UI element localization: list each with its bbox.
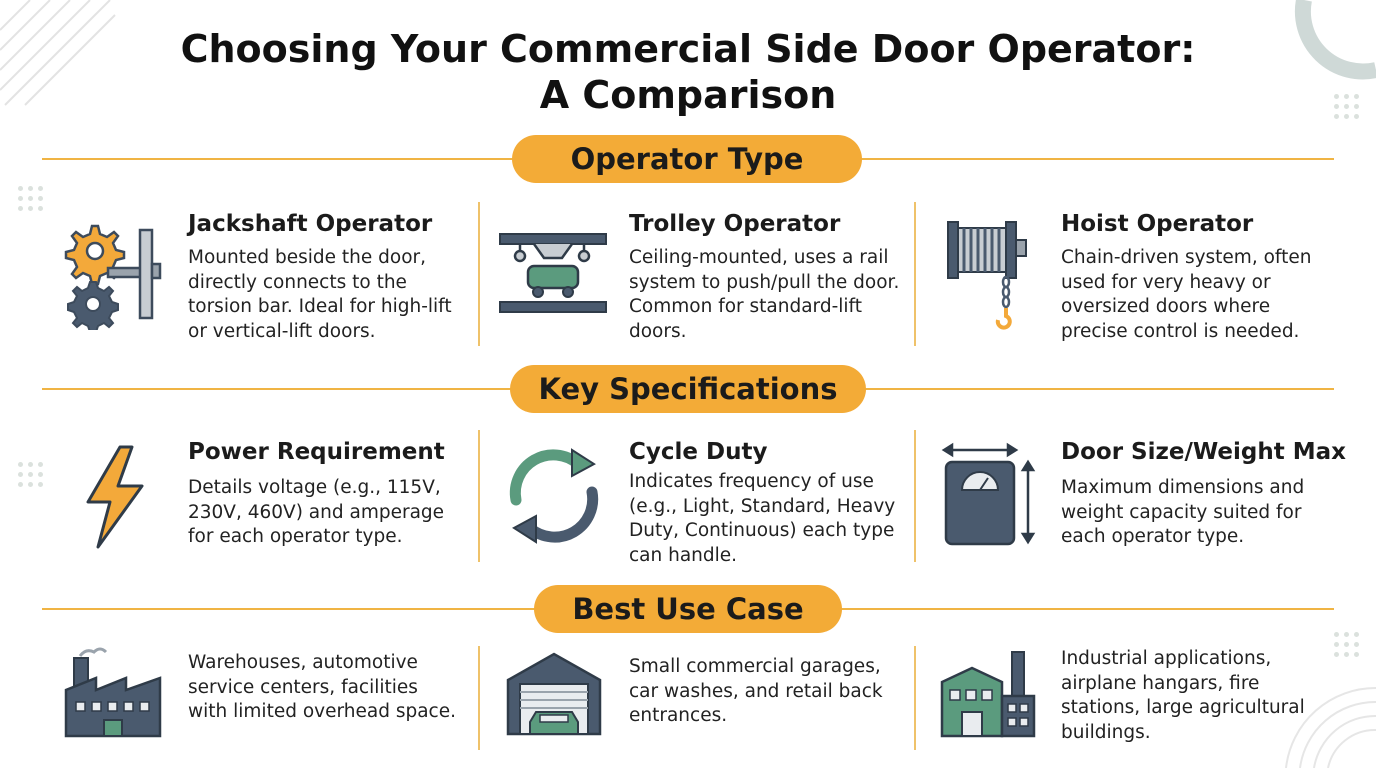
hoist-chain-icon bbox=[947, 221, 1027, 330]
page-title-subline: A Comparison bbox=[539, 73, 837, 117]
item-heading: Power Requirement bbox=[188, 439, 445, 465]
item-description: Warehouses, automotive service centers, … bbox=[188, 652, 456, 722]
item-description: Ceiling-mounted, uses a rail system to p… bbox=[629, 247, 900, 342]
corner-stripes-decoration bbox=[0, 0, 116, 106]
corner-arc-decoration bbox=[1294, 0, 1376, 80]
factory-icon bbox=[64, 647, 162, 738]
section-label-key-specifications: Key Specifications bbox=[510, 365, 866, 413]
door-size-scale-icon bbox=[941, 442, 1036, 546]
garage-car-icon bbox=[506, 652, 602, 736]
dots-decoration bbox=[18, 186, 43, 211]
dots-decoration bbox=[1334, 632, 1359, 657]
cycle-arrows-icon bbox=[509, 448, 599, 544]
dots-decoration bbox=[18, 462, 43, 487]
corner-rings-decoration bbox=[1285, 686, 1376, 768]
item-description: Chain-driven system, often used for very… bbox=[1061, 247, 1312, 342]
item-heading: Cycle Duty bbox=[629, 439, 768, 465]
column-divider bbox=[478, 202, 480, 346]
item-heading: Hoist Operator bbox=[1061, 211, 1254, 237]
page-title: Choosing Your Commercial Side Door Opera… bbox=[180, 27, 1196, 71]
column-divider bbox=[478, 430, 480, 562]
item-description: Maximum dimensions and weight capacity s… bbox=[1061, 477, 1305, 547]
trolley-rail-icon bbox=[499, 233, 607, 313]
column-divider bbox=[914, 430, 916, 562]
section-label-best-use-case: Best Use Case bbox=[534, 585, 842, 633]
item-description: Details voltage (e.g., 115V, 230V, 460V)… bbox=[188, 477, 445, 547]
dots-decoration bbox=[1334, 94, 1359, 119]
item-heading: Trolley Operator bbox=[629, 211, 841, 237]
column-divider bbox=[914, 646, 916, 750]
column-divider bbox=[478, 646, 480, 750]
item-description: Small commercial garages, car washes, an… bbox=[629, 656, 883, 726]
lightning-bolt-icon bbox=[86, 445, 144, 549]
item-description: Indicates frequency of use (e.g., Light,… bbox=[629, 471, 896, 566]
item-heading: Door Size/Weight Max bbox=[1061, 439, 1346, 465]
item-heading: Jackshaft Operator bbox=[188, 211, 433, 237]
column-divider bbox=[914, 202, 916, 346]
gears-jackshaft-icon bbox=[64, 224, 162, 330]
item-description: Industrial applications, airplane hangar… bbox=[1061, 648, 1305, 743]
industrial-building-icon bbox=[940, 651, 1036, 738]
item-description: Mounted beside the door, directly connec… bbox=[188, 247, 452, 342]
section-label-operator-type: Operator Type bbox=[512, 135, 862, 183]
